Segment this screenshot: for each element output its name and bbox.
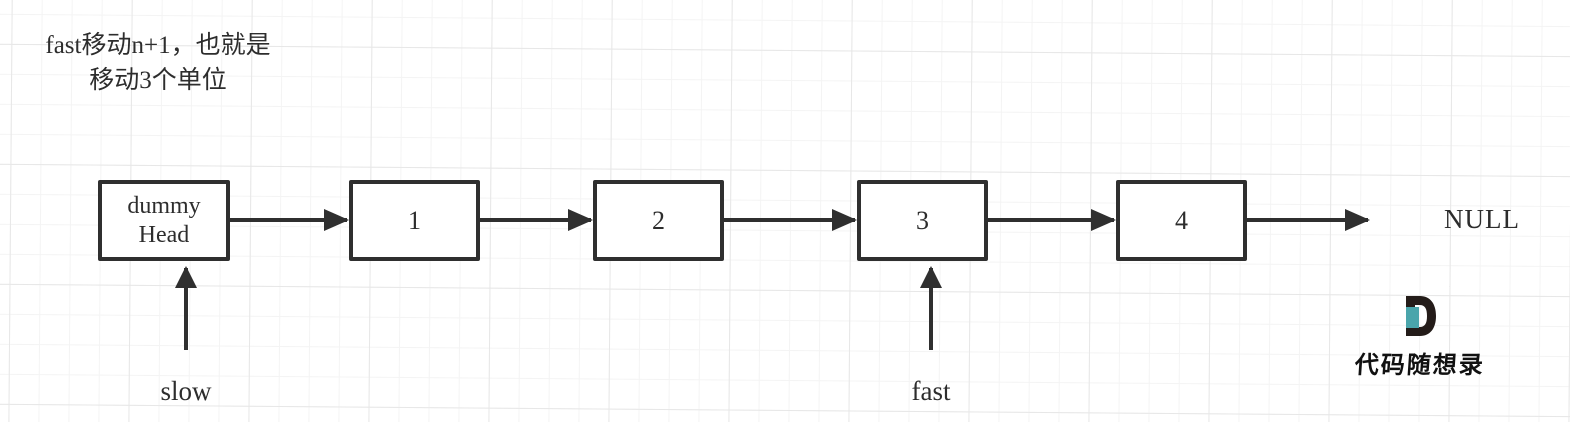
arrow-4-to-null [1247,218,1368,222]
node-dummy-head: dummy Head [98,180,230,261]
watermark-logo: 代码随想录 [1340,296,1500,380]
fast-pointer-arrow [929,268,933,350]
arrow-2-to-3 [724,218,855,222]
annotation-note: fast移动n+1，也就是 移动3个单位 [28,28,288,98]
fast-pointer-label: fast [911,376,951,406]
slow-pointer-arrow [184,268,188,350]
annotation-note-line2: 移动3个单位 [89,67,227,94]
node-2: 2 [593,180,724,261]
slow-pointer-label: slow [160,376,212,406]
logo-d-icon [1405,296,1436,341]
node-dummy-head-label-line2: Head [138,221,190,248]
logo-wordmark: 代码随想录 [1353,353,1486,379]
node-2-label: 2 [652,205,665,235]
annotation-note-line1: fast移动n+1，也就是 [45,32,271,59]
node-3: 3 [857,180,988,261]
null-terminal-label: NULL [1444,204,1520,234]
node-dummy-head-label-line1: dummy [127,192,201,219]
arrow-dummy-to-1 [230,218,347,222]
node-1-label: 1 [408,205,421,235]
node-1: 1 [349,180,480,261]
node-3-label: 3 [916,205,929,235]
node-4-label: 4 [1175,205,1188,235]
arrow-1-to-2 [480,218,591,222]
node-4: 4 [1116,180,1247,261]
arrow-3-to-4 [988,218,1114,222]
